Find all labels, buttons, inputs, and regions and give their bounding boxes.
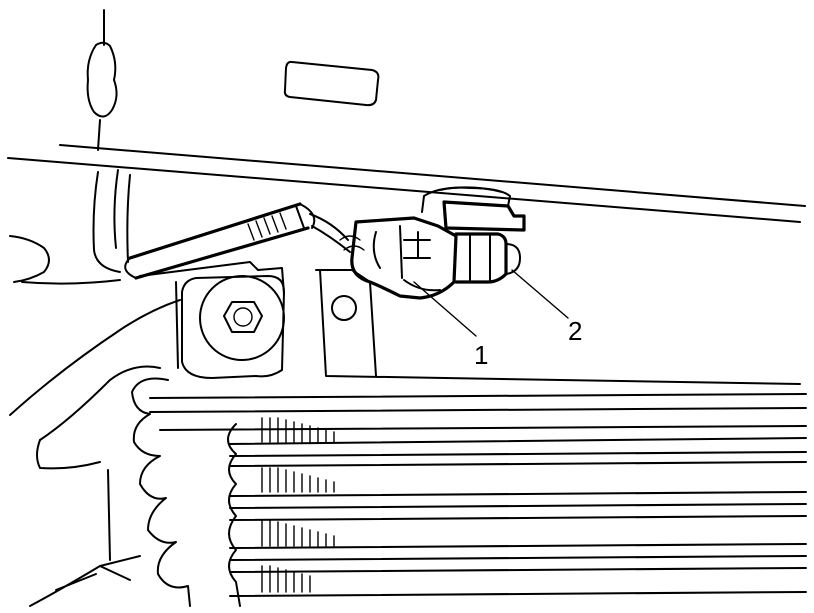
bracket [139,261,801,385]
callout-label-1: 1 [474,340,488,370]
sensor-body [421,186,526,284]
callout-leader-1 [413,281,477,337]
wire-harness [124,202,365,280]
left-structure [9,169,181,416]
hanging-cable [86,9,118,151]
leader-lines [413,269,569,337]
callout-label-2: 2 [568,316,582,346]
bracket-hole [331,295,357,321]
bolt-washer [199,275,285,361]
radiator-core [149,393,807,597]
sensor-connector [350,216,458,300]
body-panel [7,60,806,223]
bolt-icon [223,301,263,333]
callout-leader-2 [511,269,569,319]
radiator-tank [29,365,241,607]
panel-slot [283,60,380,107]
